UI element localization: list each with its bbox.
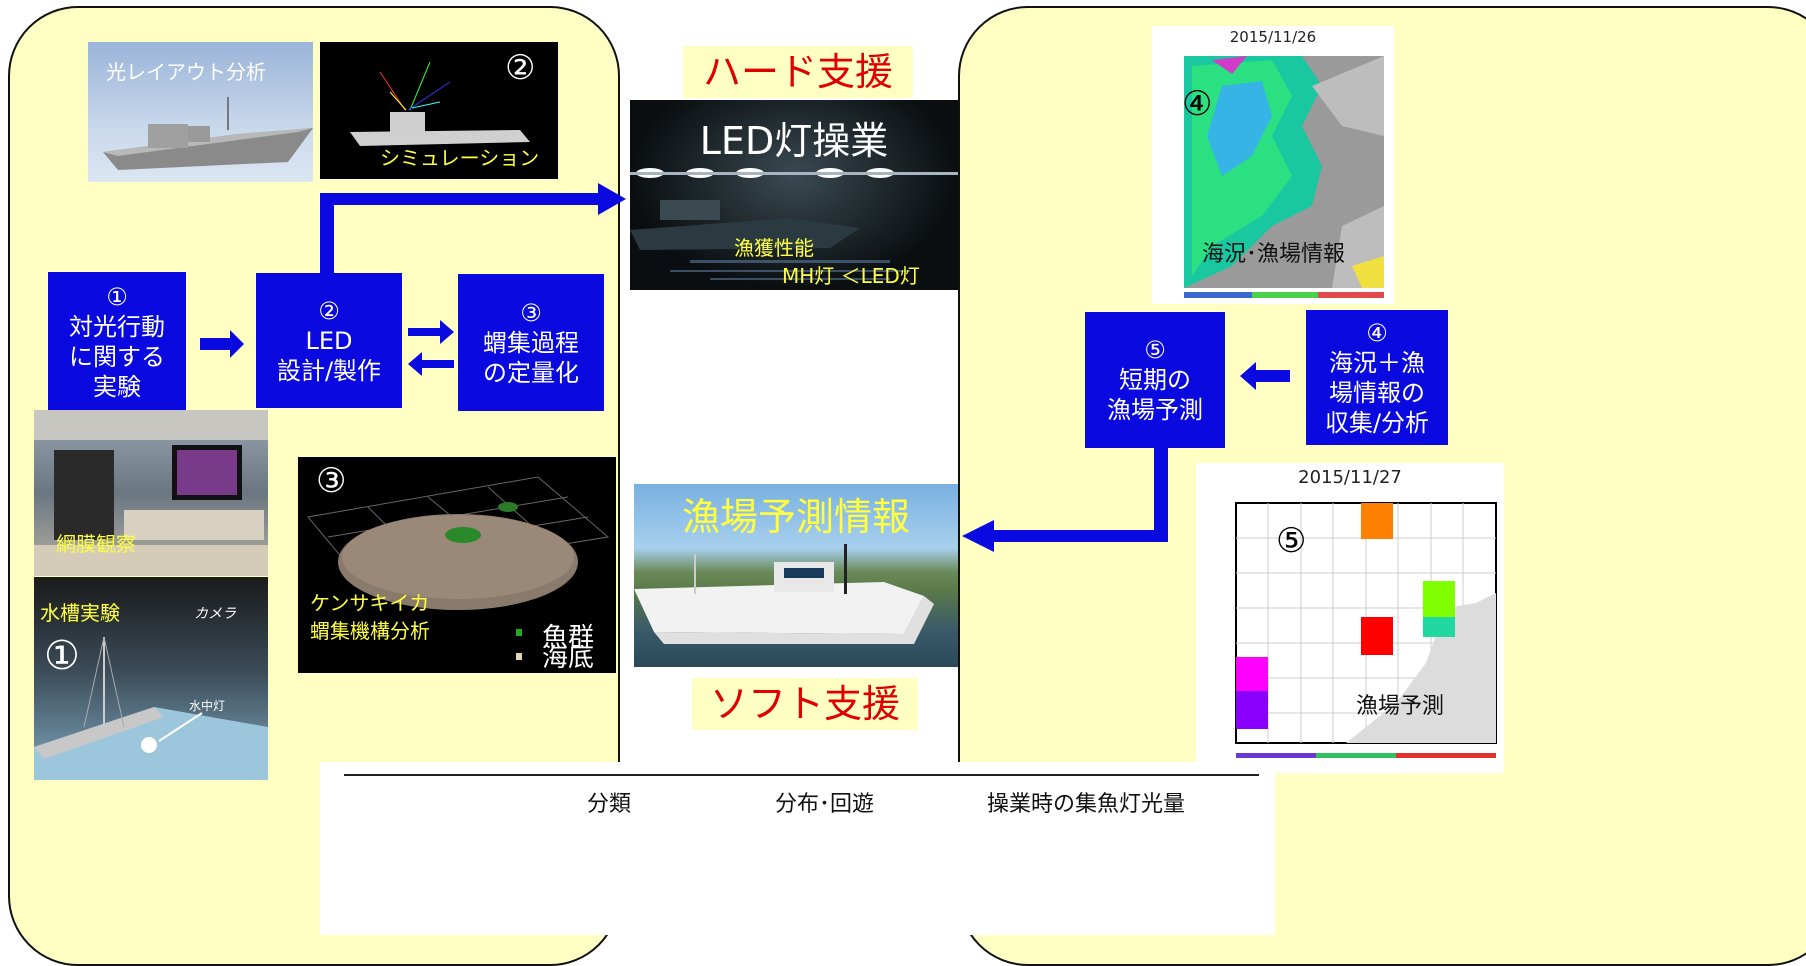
box-line: 収集/分析	[1324, 408, 1430, 437]
ocean-fishing-info-label: 海況･漁場情報	[1202, 242, 1346, 267]
box-number: ②	[318, 296, 340, 325]
fishing-ground-forecast-map: 2015/11/27 ⑤ 漁場予測	[1196, 463, 1504, 773]
forecast-map-date: 2015/11/27	[1298, 467, 1402, 488]
simulation-label: シミュレーション	[380, 146, 540, 170]
simulation-badge: ②	[505, 48, 536, 88]
hard-support-label: ハード支援	[683, 46, 913, 98]
box-number: ④	[1366, 318, 1388, 347]
box-line: 漁場予測	[1107, 396, 1203, 424]
ship-model-image	[103, 97, 313, 170]
box-line: LED	[305, 326, 353, 355]
table-header-light-intensity: 操業時の集魚灯光量	[987, 792, 1186, 817]
ocean-map-badge: ④	[1182, 84, 1213, 124]
camera-label: カメラ	[194, 606, 236, 622]
ocean-map-date: 2015/11/26	[1229, 28, 1317, 46]
fishing-forecast-label: 漁場予測	[1356, 694, 1445, 719]
sst-map-image	[1184, 56, 1384, 298]
table-header-distribution: 分布･回遊	[775, 792, 875, 817]
tank-experiment-label: 水槽実験	[40, 601, 120, 625]
table-header-category: 分類	[587, 792, 632, 817]
box-number: ①	[106, 283, 128, 311]
table-header-strip	[320, 762, 1275, 935]
moored-boats-image	[634, 544, 934, 644]
aggregation-3d-image	[307, 476, 610, 610]
legend-seabed-swatch	[516, 653, 522, 660]
aggregation-3d-photo: ③ ケンサキイカ 蝟集機構分析 魚群 海底	[298, 457, 616, 673]
light-behavior-experiment-box: ① 対光行動 に関する 実験	[48, 272, 186, 412]
legend-fish-school-label: 魚群	[542, 623, 595, 653]
lab-equipment-image	[34, 410, 268, 576]
catch-performance-label: 漁獲性能	[734, 236, 814, 260]
box-line: 蝟集過程	[483, 328, 579, 357]
box-number: ⑤	[1144, 336, 1166, 364]
underwater-lamp-label: 水中灯	[189, 699, 226, 713]
box-line: 海況＋漁	[1329, 348, 1425, 377]
aggregation-mechanism-label: 蝟集機構分析	[310, 619, 430, 643]
soft-support-label: ソフト支援	[692, 678, 918, 730]
box-line: 場情報の	[1329, 378, 1425, 407]
tank-badge: ①	[44, 633, 80, 679]
box-line: の定量化	[483, 358, 579, 387]
fishing-ground-forecast-title: 漁場予測情報	[681, 495, 910, 539]
squid-species-label: ケンサキイカ	[310, 591, 430, 615]
forecast-map-badge: ⑤	[1276, 521, 1307, 561]
box-line: 実験	[93, 373, 141, 401]
forecast-grid-image	[1235, 502, 1497, 758]
layout-analysis-label: 光レイアウト分析	[106, 60, 266, 84]
legend-seabed-label: 海底	[542, 645, 595, 673]
table-top-rule	[344, 774, 1259, 776]
aggregation-quantification-box: ③ 蝟集過程 の定量化	[458, 274, 604, 411]
ocean-condition-map: 2015/11/26 ④ 海況･漁場情報	[1152, 26, 1394, 304]
night-boat-image	[630, 168, 958, 280]
retina-observation-label: 網膜観察	[56, 532, 136, 556]
simulation-image	[350, 61, 530, 146]
tank-image	[34, 636, 268, 780]
layout-analysis-photo: 光レイアウト分析	[88, 42, 313, 182]
led-operation-title: LED灯操業	[699, 119, 889, 163]
short-term-forecast-box: ⑤ 短期の 漁場予測	[1085, 312, 1225, 448]
mh-vs-led-label: MH灯 ＜LED灯	[782, 264, 920, 288]
simulation-photo: ② シミュレーション	[320, 42, 558, 179]
retina-observation-photo: 網膜観察	[34, 410, 268, 576]
box-line: 対光行動	[69, 313, 165, 341]
box-line: 短期の	[1119, 366, 1191, 394]
box-number: ③	[520, 298, 542, 327]
aggregation-3d-badge: ③	[316, 461, 347, 501]
led-design-box: ② LED 設計/製作	[256, 273, 402, 408]
ocean-info-collection-box: ④ 海況＋漁 場情報の 収集/分析	[1306, 310, 1448, 445]
tank-experiment-photo: 水槽実験 カメラ ① 水中灯	[34, 577, 268, 780]
box-line: に関する	[69, 343, 165, 371]
box-line: 設計/製作	[276, 356, 382, 385]
fishing-ground-forecast-photo: 漁場予測情報	[634, 484, 958, 667]
led-operation-photo: LED灯操業 漁獲性能 MH灯 ＜LED灯	[630, 100, 958, 290]
legend-fish-swatch	[516, 629, 522, 636]
